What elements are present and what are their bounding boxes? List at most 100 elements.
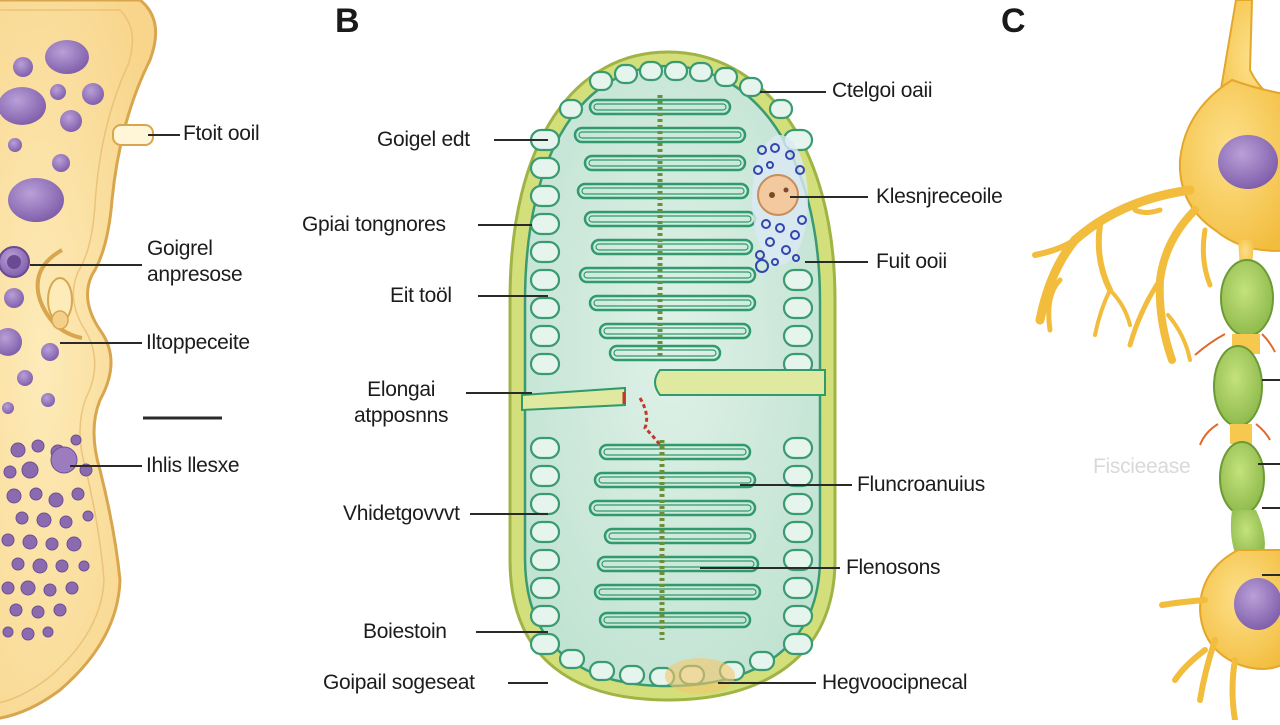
label-a-2: Goigrel anpresose (147, 236, 243, 288)
label-b-left-3: Eit toöl (390, 284, 452, 307)
label-b-right-5: Flenosons (846, 556, 941, 579)
label-a-4: Ihlis llesxe (146, 454, 240, 477)
crista-inner (598, 476, 752, 484)
panel-b-mitochondrion (466, 50, 868, 702)
peripheral-vesicle (529, 240, 561, 264)
peripheral-vesicle (558, 98, 584, 120)
crista-inner (613, 349, 717, 357)
peripheral-vesicle (529, 632, 561, 656)
crista (598, 443, 752, 461)
label-b-left-6: Boiestoin (363, 620, 447, 643)
panel-c-leaders (1258, 379, 1280, 576)
peripheral-vesicle (768, 98, 794, 120)
peripheral-vesicle (529, 212, 561, 236)
crista-inner (593, 504, 752, 512)
label-b-right-1: Ctelgoi oaii (832, 79, 933, 102)
crista (598, 322, 752, 340)
peripheral-vesicle (782, 604, 814, 628)
peripheral-vesicle (588, 660, 616, 682)
crista (578, 266, 757, 284)
peripheral-vesicle (529, 268, 561, 292)
crista-inner (603, 616, 747, 624)
crista (603, 527, 757, 545)
peripheral-cristae (529, 60, 814, 688)
peripheral-vesicle (738, 76, 764, 98)
label-a-1: Ftoit ooil (183, 122, 260, 145)
crista-inner (588, 215, 752, 223)
crista-inner (595, 243, 749, 251)
peripheral-vesicle (782, 436, 814, 460)
panel-b-leaders (466, 91, 868, 684)
label-b-left-2: Gpiai tongnores (302, 213, 446, 236)
crista-inner (601, 560, 755, 568)
label-b-left-4-line2: atpposnns (354, 404, 449, 427)
crista (598, 611, 752, 629)
peripheral-vesicle (529, 436, 561, 460)
label-c-faded: Fiscieease (1093, 455, 1191, 478)
crista (588, 499, 757, 517)
label-b-right-6: Hegvoocipnecal (822, 671, 968, 694)
crista-inner (598, 588, 757, 596)
label-b-left-4-line1: Elongai (367, 378, 436, 401)
label-b-left-1: Goigel edt (377, 128, 470, 151)
peripheral-vesicle (529, 352, 561, 376)
label-b-left-4: Elongai atpposnns (354, 377, 449, 429)
panel-c-neuron (1032, 0, 1280, 723)
peripheral-vesicle (782, 268, 814, 292)
crista-inner (603, 327, 747, 335)
peripheral-vesicle (529, 156, 561, 180)
peripheral-vesicle (558, 648, 586, 670)
peripheral-vesicle (529, 604, 561, 628)
peripheral-vesicle (618, 664, 646, 686)
panel-a-leaders (30, 134, 222, 467)
peripheral-vesicle (782, 492, 814, 516)
peripheral-vesicle (782, 296, 814, 320)
peripheral-vesicle (782, 324, 814, 348)
label-b-right-2: Klesnjreceoile (876, 185, 1003, 208)
crista (608, 344, 722, 362)
crista (593, 471, 757, 489)
peripheral-vesicle (529, 184, 561, 208)
label-b-right-4: Fluncroanuius (857, 473, 986, 496)
peripheral-vesicle (529, 464, 561, 488)
particle-cluster (752, 135, 808, 273)
panel-a-cell (0, 0, 222, 720)
label-a-3: Iltoppeceite (146, 331, 250, 354)
panel-b-letter: B (335, 2, 360, 40)
crista-inner (588, 159, 742, 167)
peripheral-vesicle (688, 61, 714, 83)
peripheral-vesicle (529, 548, 561, 572)
label-b-left-7: Goipail sogeseat (323, 671, 475, 694)
label-b-left-5: Vhidetgovvvt (343, 502, 460, 525)
crista (596, 555, 760, 573)
crista-inner (583, 271, 752, 279)
label-a-2-line2: anpresose (147, 263, 243, 286)
panel-c-letter: C (1001, 2, 1026, 40)
peripheral-vesicle (529, 520, 561, 544)
peripheral-vesicle (713, 66, 739, 88)
crista (583, 154, 747, 172)
label-b-right-3: Fuit ooii (876, 250, 947, 273)
crista-inner (593, 299, 752, 307)
crista (576, 182, 750, 200)
crista (588, 294, 757, 312)
dendrites (1032, 185, 1213, 364)
peripheral-vesicle (529, 492, 561, 516)
crista-inner (608, 532, 752, 540)
peripheral-vesicle (748, 650, 776, 672)
crista-inner (603, 448, 747, 456)
peripheral-vesicle (782, 576, 814, 600)
peripheral-vesicle (529, 324, 561, 348)
crista (590, 238, 754, 256)
peripheral-vesicle (638, 60, 664, 82)
peripheral-vesicle (782, 520, 814, 544)
granules (1, 434, 94, 641)
label-a-2-line1: Goigrel (147, 237, 213, 260)
peripheral-vesicle (782, 632, 814, 656)
crista-inner (581, 187, 745, 195)
peripheral-vesicle (782, 548, 814, 572)
peripheral-vesicle (782, 464, 814, 488)
vesicles (0, 40, 104, 414)
